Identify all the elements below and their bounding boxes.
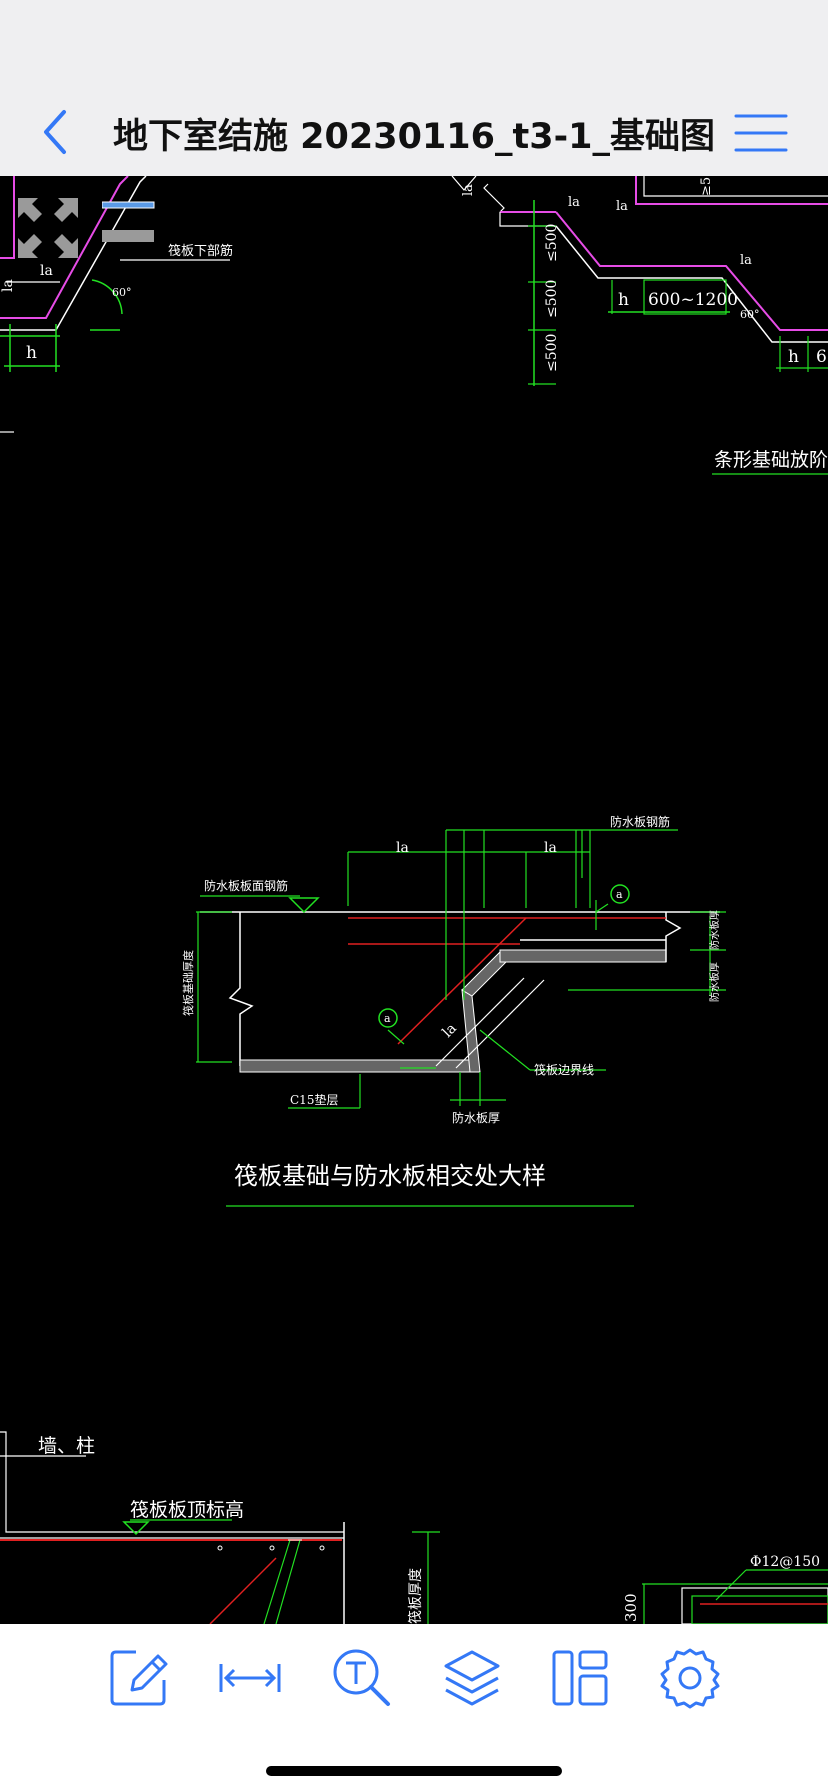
- fullscreen-button[interactable]: [16, 196, 80, 260]
- range-label: 600~1200: [648, 290, 738, 310]
- strip-foundation-title: 条形基础放阶大样: [714, 449, 828, 471]
- edit-tool-button[interactable]: [106, 1646, 170, 1710]
- measure-tool-button[interactable]: [218, 1646, 282, 1710]
- top-left-detail: 筏板下部筋 la la h 60°: [0, 176, 233, 433]
- dim-500-3: ≤500: [544, 334, 560, 372]
- angle-label-2: 60°: [740, 308, 760, 321]
- la-label-side: la: [0, 279, 16, 292]
- bottom-thickness-label: 防水板厚: [452, 1110, 500, 1125]
- dim-side: ≥500: [699, 176, 714, 196]
- home-indicator[interactable]: [266, 1766, 562, 1776]
- h-label-3: h: [788, 347, 799, 367]
- pencil-edit-icon: [110, 1650, 168, 1706]
- edge-line-label: 筏板边界线: [534, 1063, 594, 1077]
- la-label-2: la: [616, 199, 628, 214]
- waterproof-top-rebar-label: 防水板板面钢筋: [204, 878, 288, 893]
- dim-300-label: 300: [622, 1593, 640, 1622]
- dim-500-1: ≤500: [544, 224, 560, 262]
- h-label-2: h: [618, 290, 629, 310]
- bottom-toolbar: [0, 1624, 828, 1792]
- raft-waterproof-junction-detail: 防水板钢筋 防水板板面钢筋 la la la a a 筏板基础厚度 防水板厚 防…: [181, 814, 726, 1207]
- marker-a2: a: [384, 1012, 391, 1025]
- text-search-icon: [333, 1649, 390, 1706]
- la-dim-2: la: [544, 840, 557, 856]
- waterproof-rebar-label: 防水板钢筋: [610, 814, 670, 829]
- fullscreen-expand-icon: [18, 198, 78, 258]
- zoom-slider-icon: [102, 201, 155, 242]
- cushion-label: C15垫层: [290, 1092, 338, 1107]
- zoom-control[interactable]: [102, 198, 156, 248]
- settings-button[interactable]: [658, 1646, 722, 1710]
- navigation-header: 地下室结施 20230116_t3-1_基础图: [0, 0, 828, 176]
- layers-button[interactable]: [440, 1646, 504, 1710]
- menu-button[interactable]: [732, 110, 790, 156]
- settings-gear-icon: [660, 1648, 720, 1709]
- junction-detail-title: 筏板基础与防水板相交处大样: [234, 1162, 546, 1190]
- thickness-label-2: 防水板厚: [708, 962, 721, 1002]
- hamburger-menu-icon: [734, 114, 788, 152]
- la-dim-3: la: [440, 1020, 460, 1040]
- document-title: 地下室结施 20230116_t3-1_基础图: [113, 117, 715, 157]
- layout-panels-icon: [552, 1650, 608, 1706]
- la-label-3: la: [740, 253, 752, 268]
- layout-button[interactable]: [548, 1646, 612, 1710]
- raft-thickness-label: 筏板厚度: [407, 1568, 424, 1624]
- drawing-canvas[interactable]: 筏板下部筋 la la h 60°: [0, 176, 828, 1624]
- top-right-detail: ≤500 ≤500 ≤500 ≥500 la la la la h 600~12…: [451, 176, 828, 475]
- dim-500-2: ≤500: [544, 280, 560, 318]
- raft-bottom-rebar-label: 筏板下部筋: [168, 243, 233, 259]
- measure-distance-icon: [219, 1664, 281, 1692]
- wall-column-label: 墙、柱: [38, 1435, 95, 1457]
- angle-label: 60°: [112, 286, 132, 299]
- h-label: h: [26, 343, 37, 363]
- raft-height-label: 筏板基础厚度: [181, 950, 195, 1016]
- six-label: 6: [816, 347, 827, 367]
- marker-a1: a: [616, 888, 623, 901]
- thickness-label-1: 防水板厚: [708, 910, 721, 950]
- la-label-1: la: [568, 195, 580, 210]
- rebar-spec-label: Φ12@150: [750, 1554, 820, 1570]
- back-button[interactable]: [38, 104, 78, 160]
- chevron-left-icon: [44, 110, 66, 154]
- text-search-button[interactable]: [330, 1646, 394, 1710]
- la-label: la: [40, 263, 53, 279]
- bottom-raft-detail: 墙、柱 筏板板顶标高 筏板厚度 300 Φ12@150: [0, 1431, 828, 1624]
- la-label-4: la: [461, 184, 476, 196]
- raft-top-level-label: 筏板板顶标高: [130, 1499, 244, 1521]
- cad-drawing: 筏板下部筋 la la h 60°: [0, 176, 828, 1624]
- layers-icon: [444, 1650, 500, 1706]
- la-dim-1: la: [396, 840, 409, 856]
